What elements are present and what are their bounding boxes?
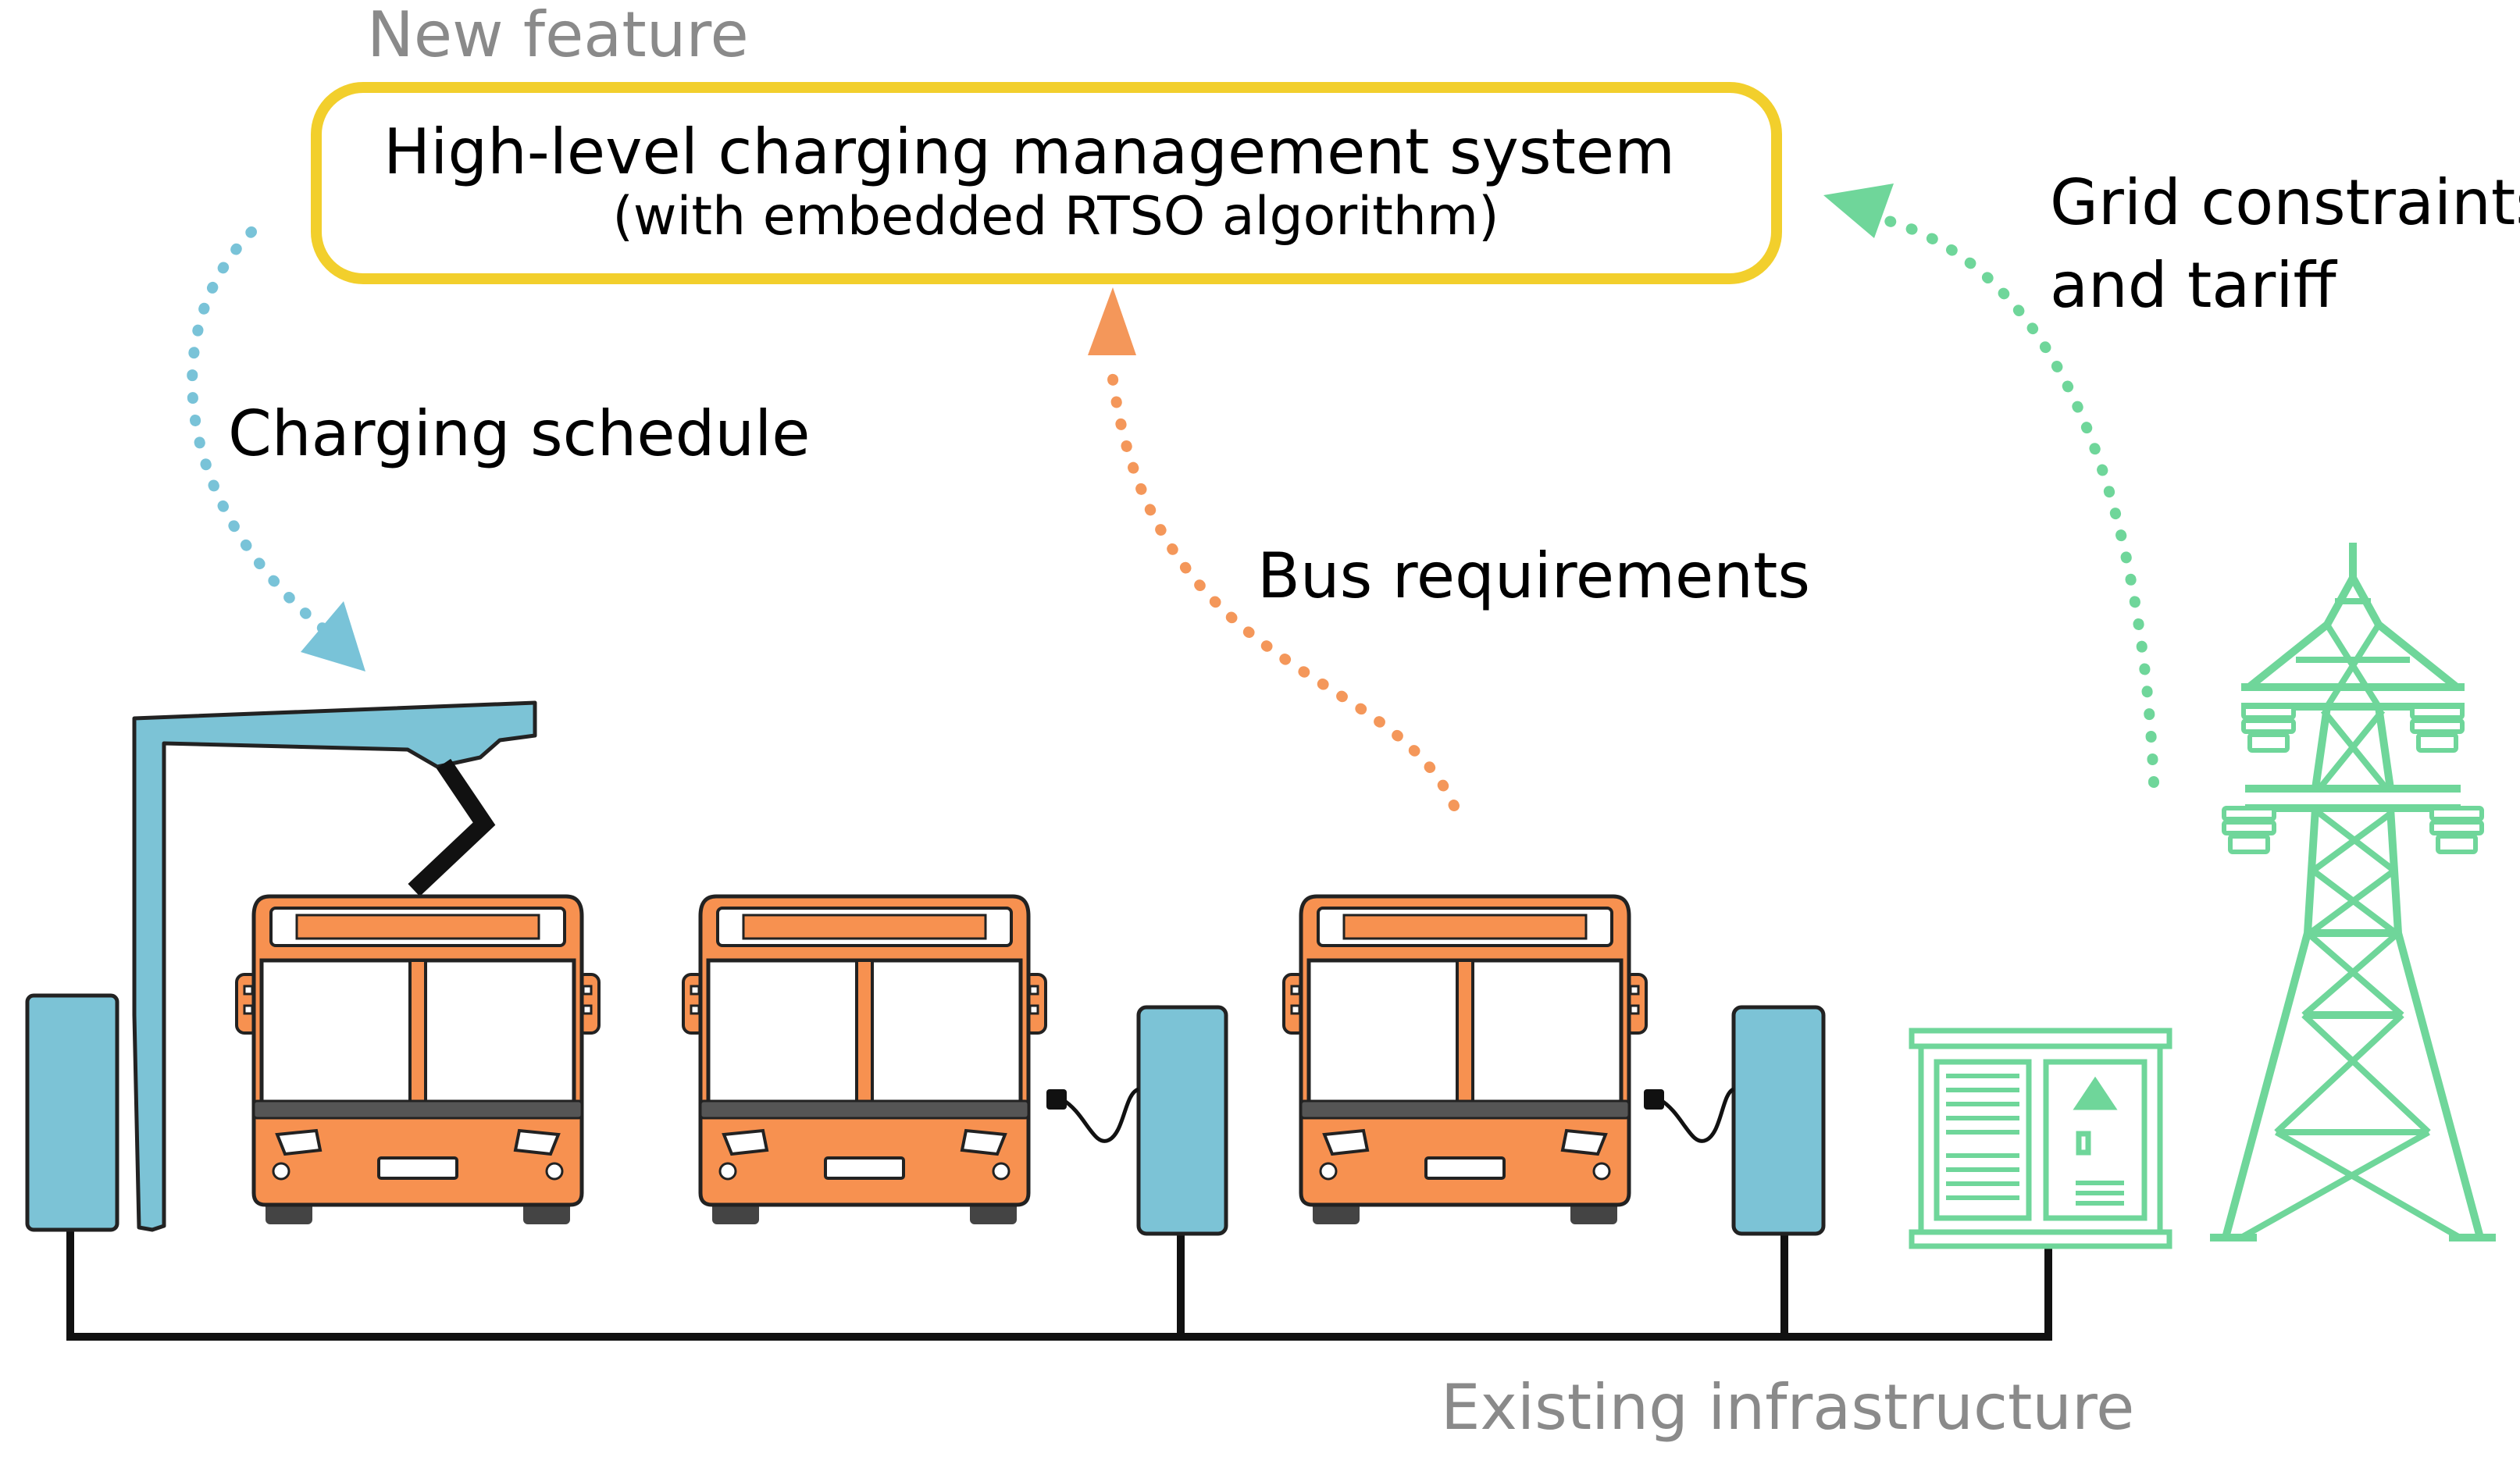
- charging-schedule-arrow: [187, 226, 333, 638]
- transmission-tower-icon: [2210, 543, 2496, 1241]
- charging-schedule-label: Charging schedule: [228, 397, 811, 470]
- power-wiring: [66, 1230, 2052, 1341]
- bus-icon-2: [683, 896, 1046, 1224]
- plug-in-charger-icon-1: [1046, 1005, 1228, 1236]
- charging-schedule-arrowhead: [301, 601, 365, 672]
- substation-icon: [1909, 1028, 2172, 1249]
- bus-requirements-label: Bus requirements: [1257, 540, 1810, 612]
- existing-infrastructure-label: Existing infrastructure: [1441, 1371, 2134, 1444]
- bus-icon-1: [237, 896, 599, 1224]
- system-box: [311, 82, 1782, 284]
- bus-requirements-arrow: [1106, 362, 1460, 811]
- bus-icon-3: [1284, 896, 1646, 1224]
- grid-constraints-label-line2: and tariff: [2050, 249, 2337, 322]
- new-feature-label: New feature: [367, 0, 749, 71]
- grid-constraints-arrowhead: [1823, 183, 1894, 238]
- pantograph-charger-icon: [25, 700, 537, 1232]
- bus-requirements-arrowhead: [1088, 287, 1136, 355]
- system-subtitle: (with embedded RTSO algorithm): [612, 186, 1499, 248]
- system-title: High-level charging management system: [383, 116, 1675, 188]
- plug-in-charger-icon-2: [1644, 1005, 1826, 1236]
- grid-constraints-label-line1: Grid constraints: [2050, 166, 2520, 239]
